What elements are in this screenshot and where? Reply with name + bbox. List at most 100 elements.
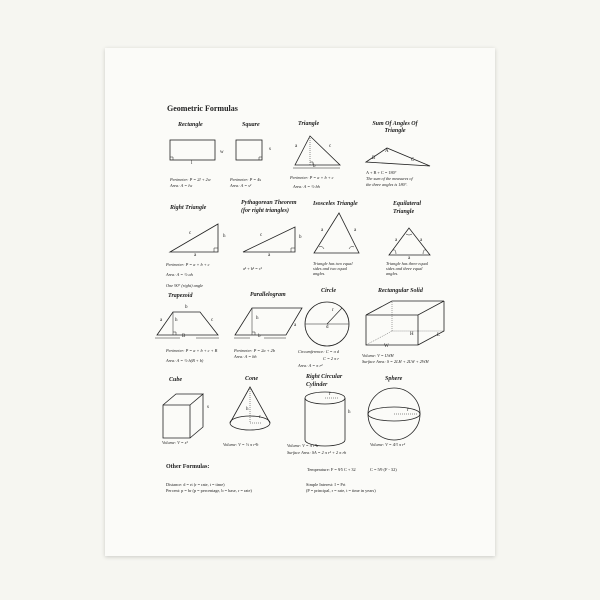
label: h (256, 316, 259, 321)
label: b (299, 235, 302, 240)
cube-shape (162, 393, 205, 439)
label: a (395, 238, 398, 243)
sphere-heading: Sphere (385, 376, 403, 382)
label: a (194, 253, 197, 258)
formula: One 90° (right) angle (166, 283, 204, 288)
formula: Area: A = bh (234, 354, 257, 359)
label: B (372, 156, 376, 161)
label: a (420, 238, 423, 243)
label: c (211, 318, 214, 323)
right-triangle-shape (168, 223, 219, 253)
label: h (348, 410, 351, 415)
formula: Perimeter: P = 4s (230, 177, 262, 182)
formula: Volume: V = ⅓ π r²h (223, 442, 259, 447)
formula: Area: A = s² (230, 183, 252, 188)
triangle-shape (293, 135, 341, 169)
formula: Perimeter: P = a + b + c (166, 262, 210, 267)
pythagorean-heading: Pythagorean Theorem (for right triangles… (241, 200, 297, 214)
label: a (160, 318, 163, 323)
formula: Triangle has three equal (386, 261, 428, 266)
formula: angles. (313, 271, 326, 276)
equilateral-shape (388, 227, 431, 256)
formula: a² + b² = c² (243, 266, 262, 271)
circle-heading: Circle (321, 288, 336, 294)
label: h (246, 407, 249, 412)
label: a (408, 256, 411, 261)
formula: Perimeter: P = a + b + c (290, 175, 334, 180)
formula: Perimeter: P = 2a + 2b (234, 348, 275, 353)
formula: sides and two equal (313, 266, 348, 271)
label: a (354, 228, 357, 233)
percent-formula: Percent: p = br (p = percentage, b = bas… (166, 488, 252, 493)
label: B (182, 334, 186, 339)
label: l (191, 161, 193, 166)
formula: Perimeter: P = a + b + c + B (166, 348, 218, 353)
pythagorean-shape (242, 226, 296, 253)
label: b (313, 164, 316, 169)
interest-key: (P = principal, r = rate, t = time in ye… (306, 488, 376, 493)
poster-page (105, 48, 495, 556)
rect-solid-shape (365, 300, 445, 346)
cone-heading: Cone (245, 376, 259, 382)
label: a (295, 144, 298, 149)
rect-solid-heading: Rectangular Solid (378, 288, 423, 294)
formula: Volume: V = s³ (162, 440, 188, 445)
formula: C = 2 π r (323, 356, 340, 361)
cylinder-heading: Right Circular Cylinder (306, 374, 343, 388)
formula: Surface Area: SA = 2 π r² + 2 π rh (287, 450, 347, 455)
formula: Volume: V = π r²h (287, 443, 319, 448)
label: a (294, 323, 297, 328)
formula: Area: A = ½ h(B + b) (166, 358, 204, 363)
page-title: Geometric Formulas (167, 104, 238, 113)
formula: angles. (386, 271, 399, 276)
label: r (329, 392, 331, 397)
label: r (259, 415, 261, 420)
label: C (411, 158, 415, 163)
square-heading: Square (242, 122, 260, 128)
label: c (260, 233, 263, 238)
sphere-shape (367, 387, 421, 441)
triangle-heading: Triangle (298, 121, 320, 127)
label: s (207, 405, 209, 410)
rectangle-shape (169, 139, 216, 161)
formula: The sum of the measures of (366, 176, 413, 181)
label: H (410, 332, 414, 337)
right-triangle-heading: Right Triangle (170, 205, 207, 211)
formula: sides and three equal (386, 266, 423, 271)
isosceles-shape (313, 212, 360, 254)
cylinder-shape (304, 391, 346, 447)
formula: Volume: V = LWH (362, 353, 394, 358)
temperature-f-formula: Temperature: F = 9⁄5 C + 32 (307, 467, 356, 472)
formula: Area: A = π r² (298, 363, 323, 368)
square-shape (235, 139, 263, 161)
formula: Surface Area: S = 2LH + 2LW + 2WH (362, 359, 429, 364)
label: W (384, 344, 389, 349)
formula: Area: A = ½ bh (293, 184, 320, 189)
formula: the three angles is 180°. (366, 182, 408, 187)
label: h (175, 318, 178, 323)
sum-angles-shape (364, 147, 431, 167)
other-formulas-heading: Other Formulas: (166, 464, 210, 470)
formula: Triangle has two equal (313, 261, 353, 266)
rectangle-heading: Rectangle (178, 122, 203, 128)
temperature-c-formula: C = 5⁄9 (F - 32) (370, 467, 397, 472)
distance-formula: Distance: d = rt (r = rate, t = time) (166, 482, 225, 487)
label: d (326, 325, 329, 330)
label: c (189, 231, 192, 236)
formula: Circumference: C = π d (298, 349, 340, 354)
label: r (407, 408, 409, 413)
cube-heading: Cube (169, 377, 183, 383)
label: r (332, 308, 334, 313)
label: b (258, 334, 261, 339)
label: b (185, 305, 188, 310)
label: h (223, 234, 226, 239)
interest-formula: Simple Interest: I = Prt (306, 482, 346, 487)
formula: Volume: V = 4⁄3 π r³ (370, 442, 406, 447)
sum-angles-heading: Sum Of Angles Of Triangle (372, 121, 418, 134)
circle-shape (304, 301, 350, 347)
isosceles-heading: Isosceles Triangle (313, 201, 358, 207)
label: a (268, 253, 271, 258)
label: a (321, 228, 324, 233)
label: L (437, 333, 441, 338)
